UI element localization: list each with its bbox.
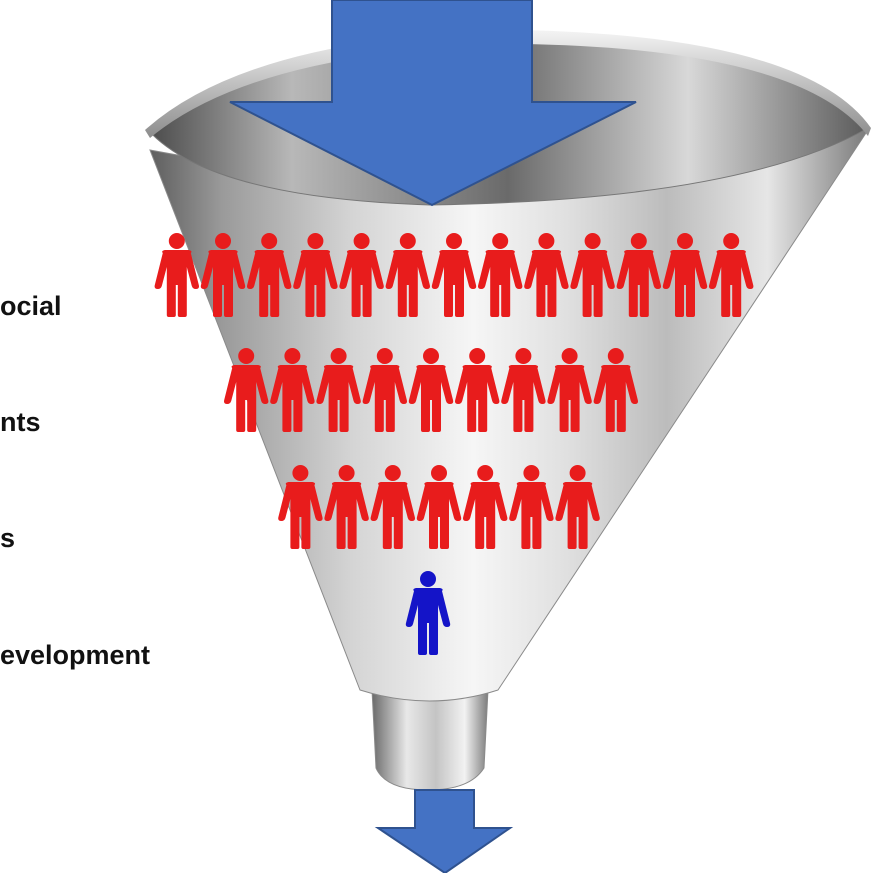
funnel-icon (149, 129, 870, 702)
person-icon (547, 348, 592, 432)
person-icon (385, 233, 430, 317)
person-icon (405, 571, 451, 655)
person-icon (224, 348, 269, 432)
person-icon (316, 348, 361, 432)
arrow-down-icon-bottom (374, 789, 514, 873)
person-icon (555, 465, 600, 549)
person-icon (278, 465, 323, 549)
person-icon (455, 348, 500, 432)
arrow-down-icon-top (229, 0, 637, 207)
person-icon (524, 233, 569, 317)
person-icon (362, 348, 407, 432)
person-icon (501, 348, 546, 432)
funnel-spout (371, 689, 489, 791)
label-s: s (0, 523, 16, 553)
person-icon (370, 465, 415, 549)
person-icon (616, 233, 661, 317)
person-icon (339, 233, 384, 317)
person-icon (270, 348, 315, 432)
label-development: evelopment (0, 640, 151, 670)
label-events: nts (0, 407, 41, 437)
label-social: ocial (0, 291, 62, 321)
person-icon (509, 465, 554, 549)
person-icon (570, 233, 615, 317)
person-icon (463, 465, 508, 549)
funnel-rim (145, 30, 871, 138)
people-rows (154, 233, 754, 655)
person-icon (709, 233, 754, 317)
person-icon (478, 233, 523, 317)
person-icon (662, 233, 708, 317)
person-icon (431, 233, 477, 317)
person-icon (200, 233, 246, 317)
person-icon (416, 465, 462, 549)
person-icon (593, 348, 638, 432)
person-icon (247, 233, 292, 317)
person-icon (293, 233, 338, 317)
person-icon (408, 348, 454, 432)
person-icon (154, 233, 199, 317)
person-icon (324, 465, 369, 549)
